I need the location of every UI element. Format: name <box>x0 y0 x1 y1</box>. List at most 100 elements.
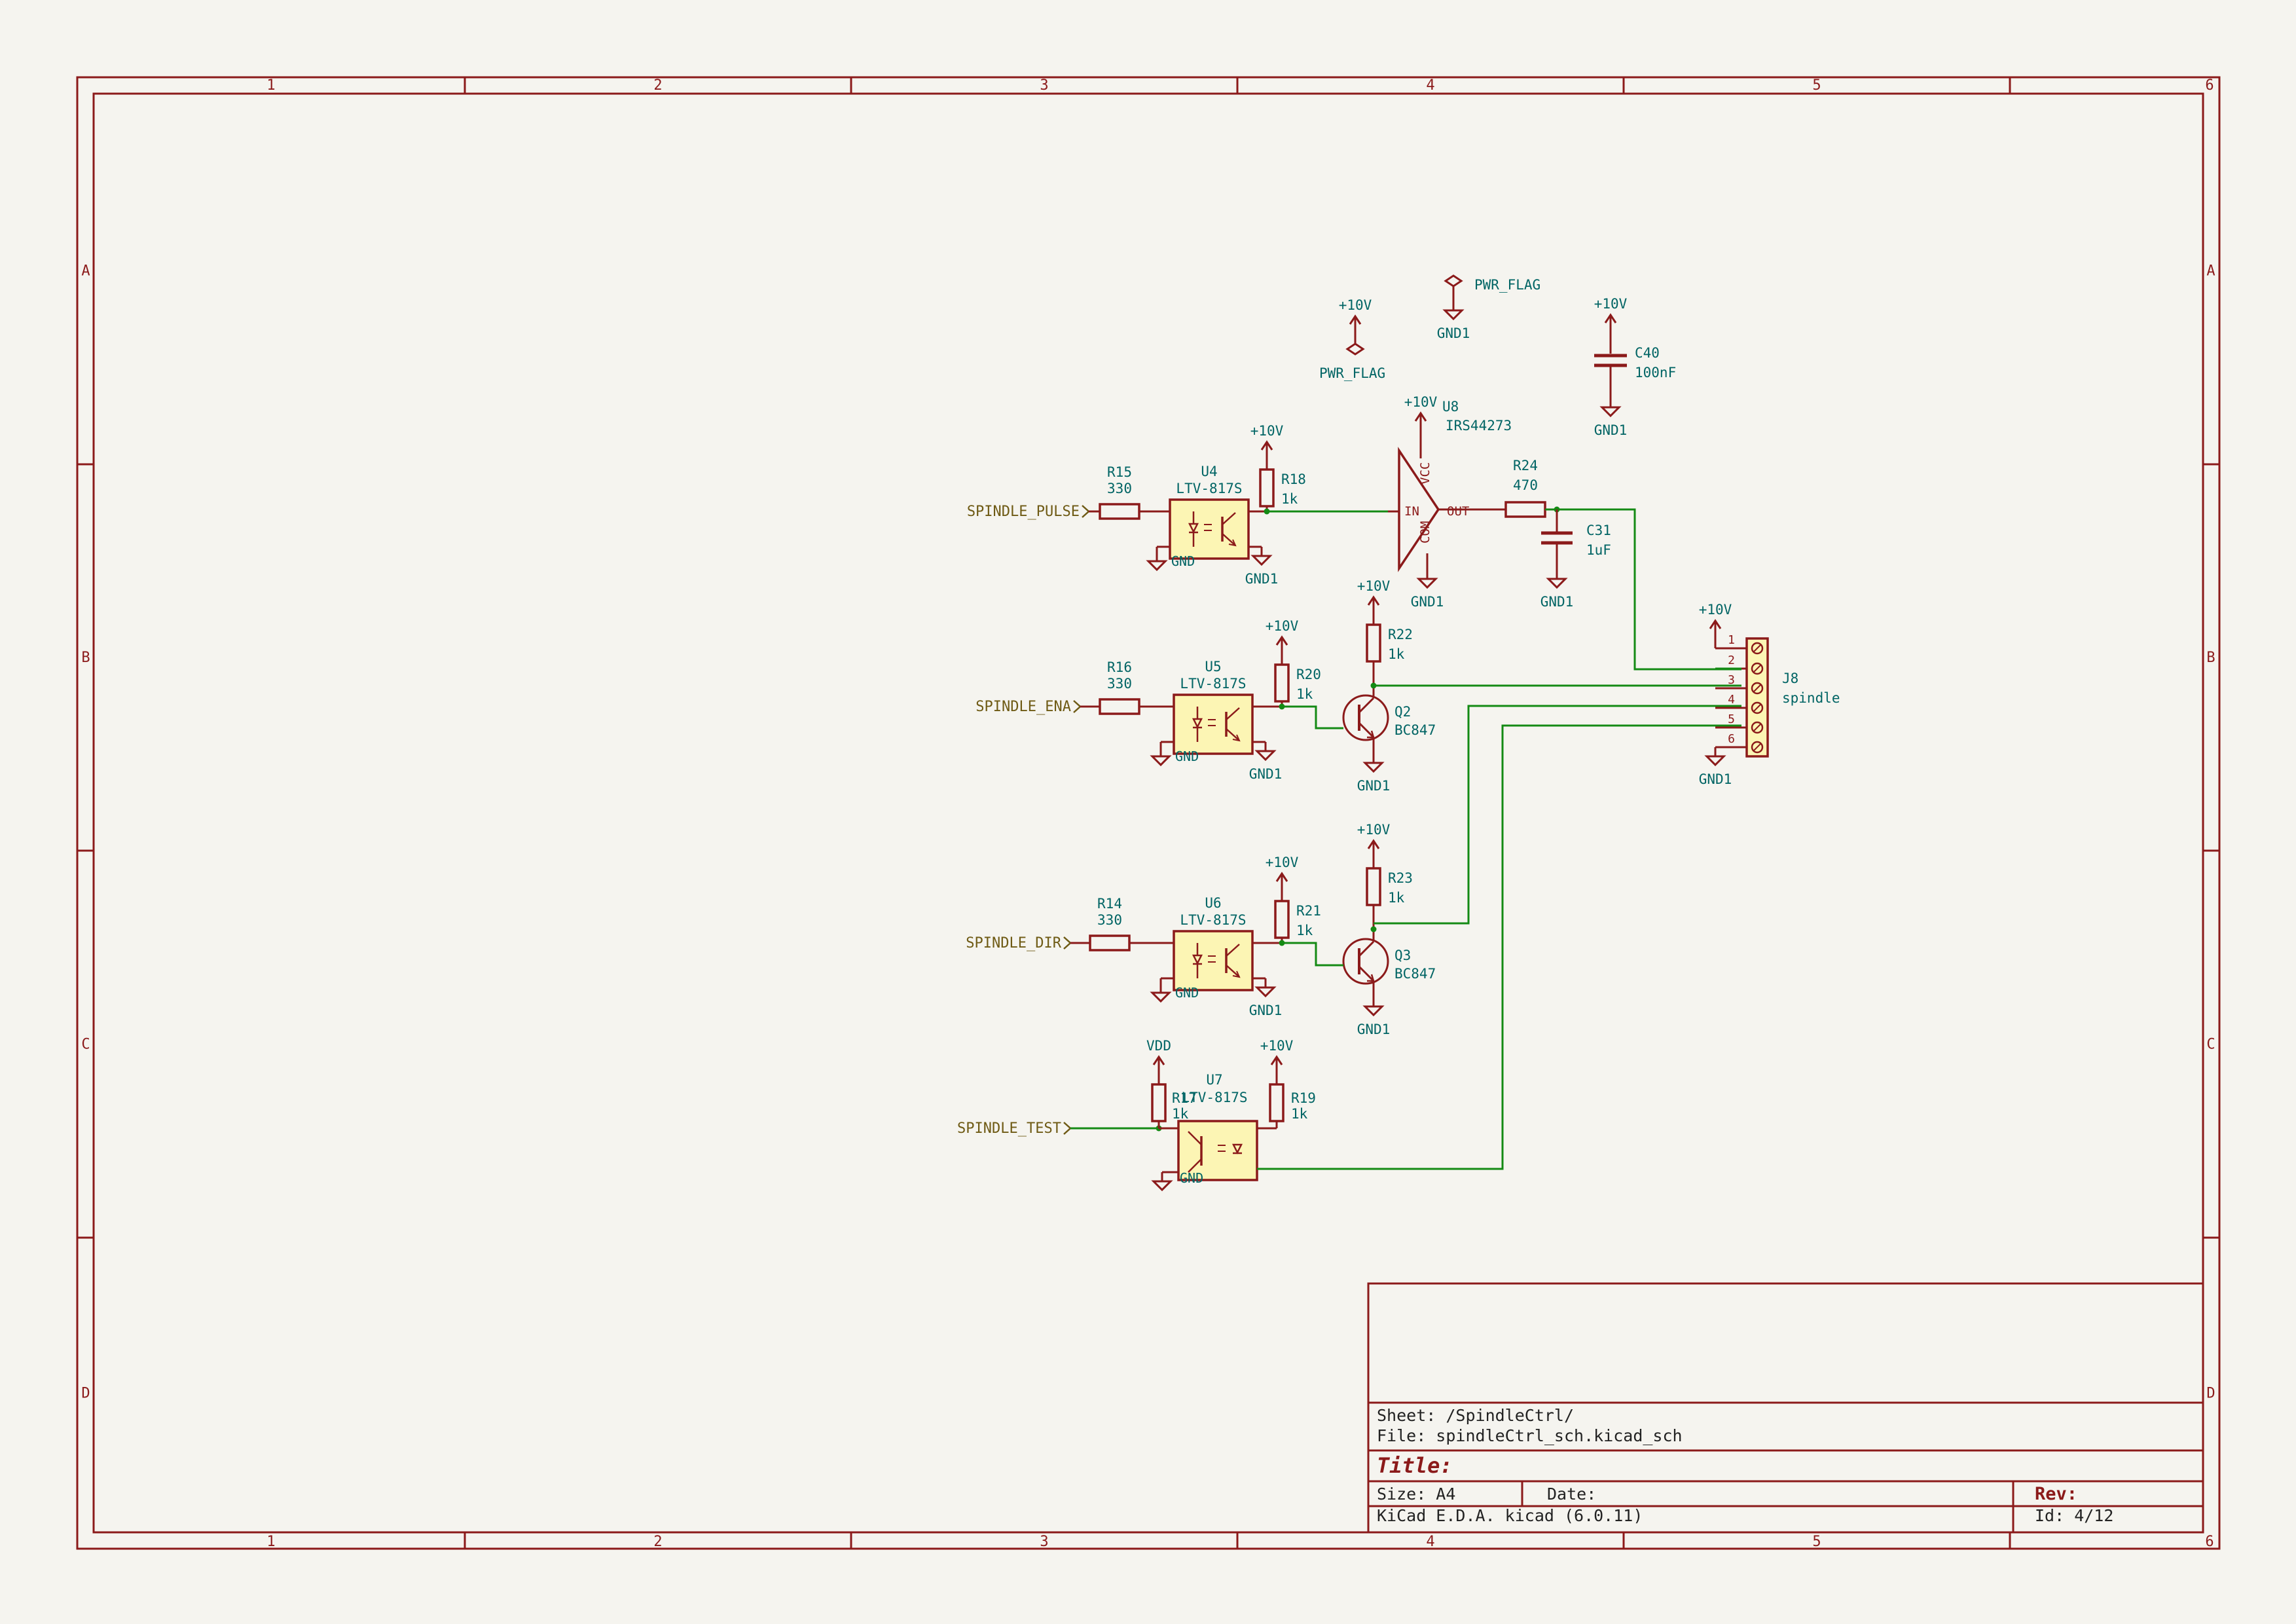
j8-pin-number: 6 <box>1728 732 1735 746</box>
q3-gnd1-symbol <box>1364 996 1383 1016</box>
test-global-label-arrow <box>1063 1122 1072 1135</box>
r24-value: 470 <box>1513 477 1538 493</box>
title-block-size: Size: A4 <box>1377 1485 1455 1504</box>
u8-gnd1-symbol <box>1417 568 1437 589</box>
frame-row-label-right: C <box>2206 1037 2215 1053</box>
j8-pin-contact <box>1751 682 1764 695</box>
ena-pullup-value: 1k <box>1296 686 1313 702</box>
j8-pin-contact <box>1751 701 1764 714</box>
dir-pullup-resistor <box>1274 900 1290 939</box>
c31-ref: C31 <box>1586 523 1611 538</box>
q2-transistor-ref: Q2 <box>1394 704 1411 720</box>
pulse-gnd-label: GND <box>1171 553 1195 569</box>
frame-column-label-top: 5 <box>1812 77 1821 94</box>
test-global-label-text: SPINDLE_TEST <box>957 1120 1061 1137</box>
q2-transistor-body <box>1342 694 1389 741</box>
j8-pin-contact <box>1751 721 1764 734</box>
q3-transistor-ref: Q3 <box>1394 948 1411 963</box>
gnd1-c40-label: GND1 <box>1594 422 1628 438</box>
u8-10v-symbol <box>1414 412 1427 442</box>
title-block <box>1367 1282 2204 1534</box>
pulse-global-label-arrow <box>1082 505 1090 518</box>
inner-frame <box>92 92 2204 1534</box>
dir-optocoupler-ref: U6 <box>1205 895 1221 911</box>
u7-gnd-label: GND <box>1180 1170 1203 1186</box>
frame-row-label-right: A <box>2206 263 2215 280</box>
q3-transistor-body <box>1342 938 1389 985</box>
title-block-file: File: spindleCtrl_sch.kicad_sch <box>1377 1426 1683 1445</box>
j8-value: spindle <box>1782 690 1840 706</box>
wire-u7-j8 <box>1257 724 1741 1170</box>
dir-pullup-ref: R21 <box>1296 903 1321 919</box>
frame-row-label-left: C <box>81 1037 90 1053</box>
q2-gnd1-label: GND1 <box>1357 778 1391 794</box>
u8-pin-vcc-label: VCC <box>1418 462 1432 485</box>
frame-row-label-left: A <box>81 263 90 280</box>
ena-gnd1-label: GND1 <box>1249 766 1283 782</box>
pulse-optocoupler <box>1169 498 1250 560</box>
r17-vdd-label: VDD <box>1146 1038 1171 1054</box>
q3-collector-resistor-ref: R23 <box>1388 870 1413 886</box>
pulse-gnd1-label: GND1 <box>1245 571 1279 587</box>
r19-10v-label: +10V <box>1260 1038 1294 1054</box>
ena-pullup-10v-label: +10V <box>1266 618 1299 634</box>
q2-gnd1-symbol <box>1364 752 1383 773</box>
q3-transistor-emitter <box>1358 965 1375 982</box>
j8-pin-number: 5 <box>1728 712 1735 726</box>
j8-pin-slash <box>1753 703 1762 712</box>
j8-connector-body <box>1745 637 1769 758</box>
ena-gnd-label: GND <box>1175 748 1199 764</box>
r17-ref: R17 <box>1172 1090 1197 1106</box>
q2-collector-resistor-ref: R22 <box>1388 627 1413 642</box>
q2-collector-resistor <box>1366 623 1381 663</box>
c31-gnd1-label: GND1 <box>1540 594 1574 610</box>
q3-transistor-value: BC847 <box>1394 966 1436 982</box>
frame-column-label-bottom: 5 <box>1812 1534 1821 1550</box>
q3-collector-resistor <box>1366 867 1381 906</box>
dir-global-label-arrow <box>1063 936 1072 950</box>
wire-q3-j8 <box>1374 705 1741 925</box>
dir-series-resistor-value: 330 <box>1097 912 1122 928</box>
gnd1-pwr-flag-symbol <box>1444 300 1463 320</box>
frame-column-label-top: 2 <box>653 77 662 94</box>
frame-column-label-bottom: 1 <box>266 1534 275 1550</box>
dir-series-resistor-ref: R14 <box>1097 896 1122 912</box>
j8-ref: J8 <box>1782 671 1798 686</box>
r19-value: 1k <box>1291 1106 1308 1122</box>
dir-pullup-10v-label: +10V <box>1266 855 1299 870</box>
pulse-pullup-resistor <box>1259 468 1275 507</box>
pulse-global-label-text: SPINDLE_PULSE <box>967 504 1080 520</box>
pwr-10v-c40-label: +10V <box>1594 296 1628 312</box>
pulse-gnd1-symbol <box>1252 545 1271 566</box>
u7-led <box>1231 1143 1243 1154</box>
title-block-title: Title: <box>1377 1453 1453 1478</box>
wire-u5-q2-base <box>1282 705 1343 729</box>
frame-row-label-left: D <box>81 1386 90 1402</box>
dir-pullup-value: 1k <box>1296 923 1313 938</box>
title-block-date: Date: <box>1547 1485 1596 1504</box>
j8-pin-slash <box>1753 644 1762 653</box>
r17-resistor <box>1151 1083 1167 1122</box>
pulse-series-resistor-value: 330 <box>1107 481 1132 496</box>
frame-row-label-right: B <box>2206 650 2215 666</box>
ena-pullup-resistor <box>1274 663 1290 703</box>
pwr-flag-symbol <box>1345 342 1365 356</box>
ena-optocoupler-value: LTV-817S <box>1180 676 1246 692</box>
wire-u6-q3-base <box>1282 942 1343 967</box>
q3-collector-10v-label: +10V <box>1357 822 1391 838</box>
j8-pin-slash <box>1753 743 1762 752</box>
wire-r24-j8 <box>1545 508 1741 671</box>
ena-global-label-text: SPINDLE_ENA <box>975 699 1071 715</box>
j8-gnd1-label: GND1 <box>1699 771 1732 787</box>
j8-pin-contact <box>1751 741 1764 754</box>
gnd1-pwr-flag-label: GND1 <box>1437 325 1470 341</box>
frame-column-label-bottom: 3 <box>1040 1534 1048 1550</box>
q3-collector-resistor-value: 1k <box>1388 890 1405 906</box>
u7-ref: U7 <box>1206 1072 1222 1088</box>
u8-ref: U8 <box>1442 399 1459 415</box>
q2-transistor-emitter <box>1358 722 1375 739</box>
frame-column-label-bottom: 6 <box>2205 1534 2214 1550</box>
frame-column-label-top: 3 <box>1040 77 1048 94</box>
frame-column-label-top: 6 <box>2205 77 2214 94</box>
